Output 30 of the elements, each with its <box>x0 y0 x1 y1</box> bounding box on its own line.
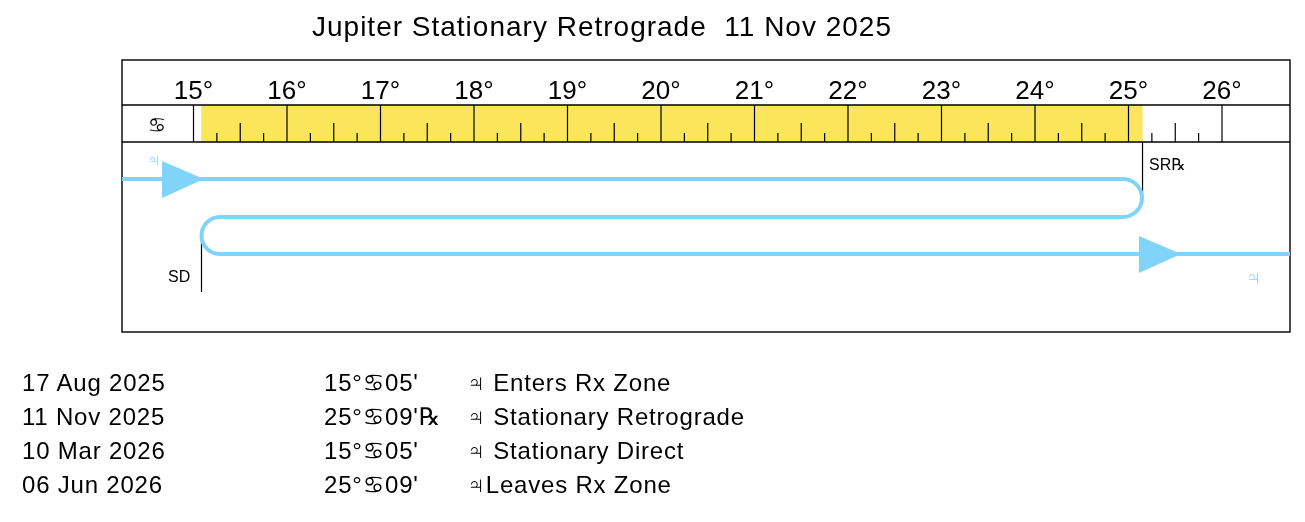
zodiac-position: 15°♋05' <box>324 438 419 463</box>
chart-title: Jupiter Stationary Retrograde 11 Nov 2025 <box>312 13 892 42</box>
event-description: ♃ Enters Rx Zone <box>467 370 672 395</box>
event-date: 10 Mar 2026 <box>22 438 166 463</box>
degree-label: 21° <box>734 77 775 103</box>
event-description: ♃Leaves Rx Zone <box>467 472 672 497</box>
degree-label: 15° <box>173 77 214 103</box>
zodiac-position: 25°♋09'℞ <box>324 404 441 429</box>
event-date: 17 Aug 2025 <box>22 370 166 395</box>
degree-label: 25° <box>1108 77 1149 103</box>
event-description: ♃ Stationary Direct <box>467 438 685 463</box>
degree-label: 16° <box>267 77 307 103</box>
zodiac-position: 25°♋09' <box>324 472 419 497</box>
degree-label: 20° <box>641 77 681 103</box>
event-date: 06 Jun 2026 <box>22 472 163 497</box>
degree-label: 22° <box>828 77 868 103</box>
degree-label: 24° <box>1015 77 1055 103</box>
degree-label: 26° <box>1202 77 1242 103</box>
zodiac-sign-glyph: ♋ <box>148 115 166 136</box>
degree-label: 17° <box>360 77 401 103</box>
degree-label: 18° <box>454 77 494 103</box>
degree-label: 19° <box>547 77 588 103</box>
zodiac-position: 15°♋05' <box>324 370 419 395</box>
event-description: ♃ Stationary Retrograde <box>467 404 745 429</box>
planet-glyph: ♃ <box>1246 267 1261 288</box>
degree-label: 23° <box>921 77 962 103</box>
event-date: 11 Nov 2025 <box>22 404 166 429</box>
station-label: SR℞ <box>1149 157 1186 174</box>
planet-glyph: ♃ <box>147 150 161 169</box>
station-label: SD <box>168 269 191 286</box>
